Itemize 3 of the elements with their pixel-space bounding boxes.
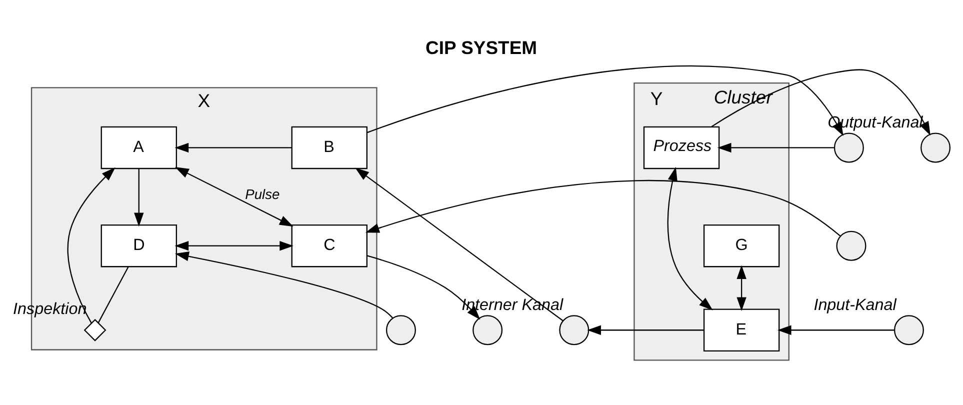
- edge-label: Pulse: [245, 186, 280, 202]
- node-label: Input-Kanal: [814, 296, 896, 314]
- diagram-title: CIP SYSTEM: [426, 36, 538, 58]
